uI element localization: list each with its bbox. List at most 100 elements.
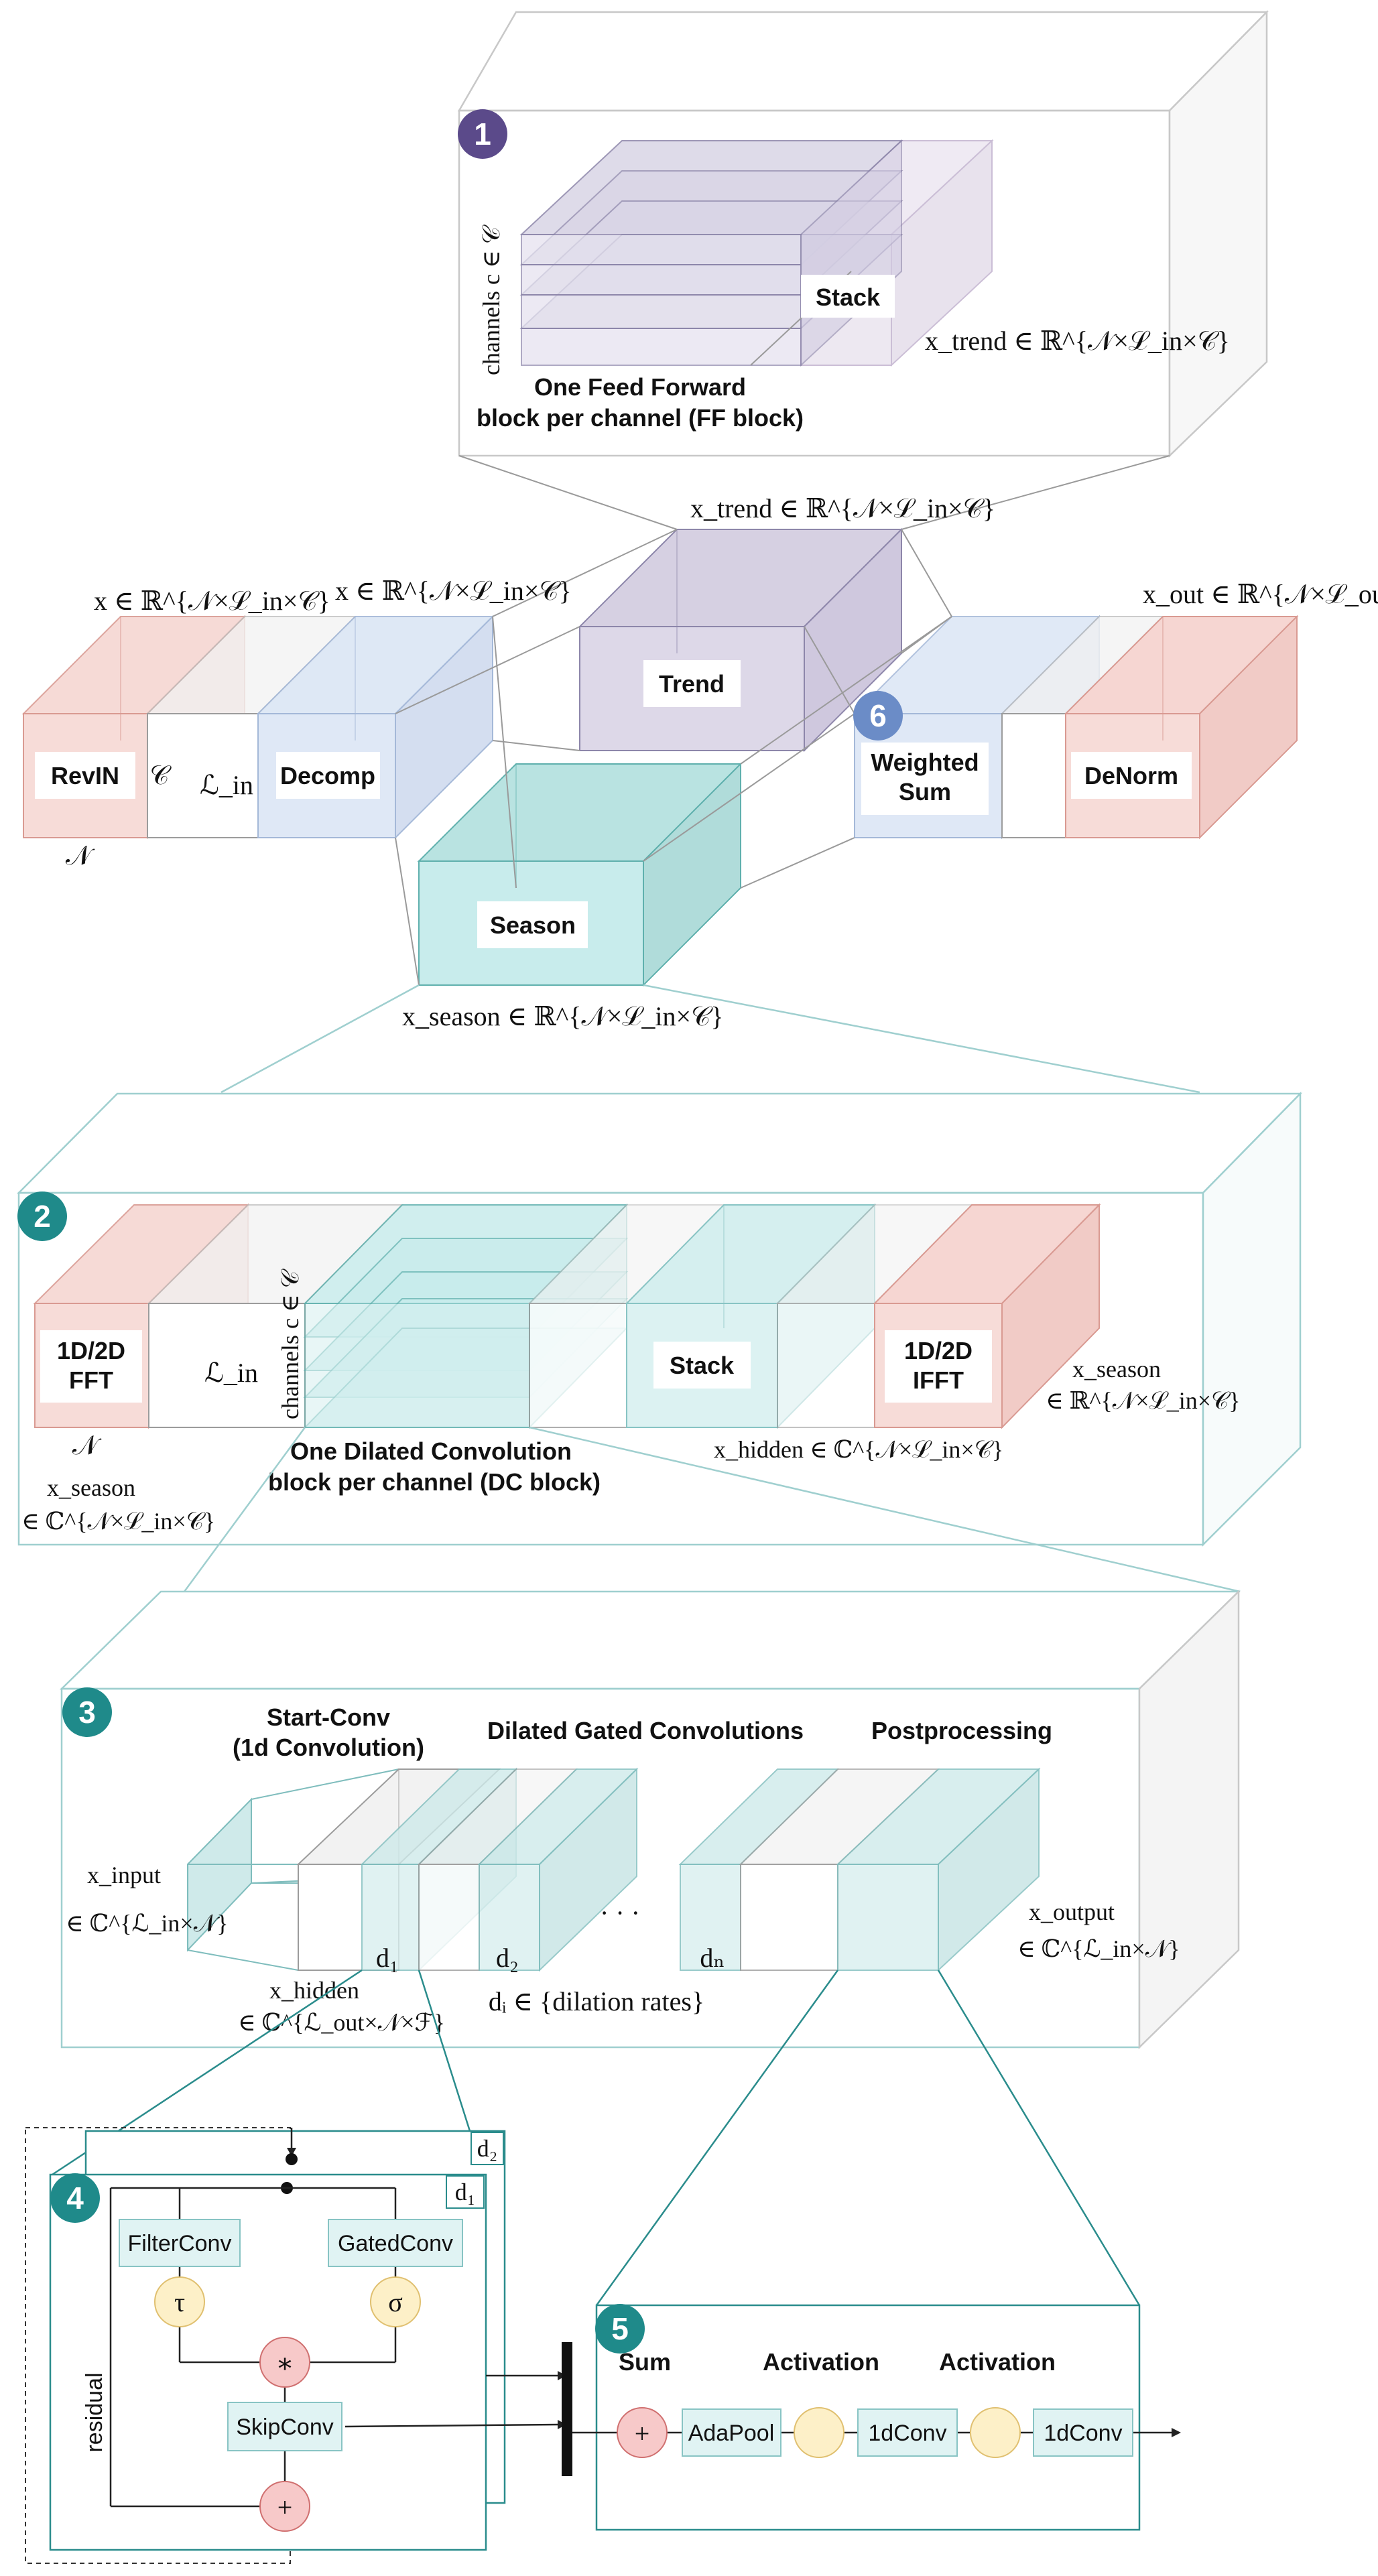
sigma-node — [370, 2276, 421, 2327]
x-season-in-label-2: ∈ ℂ^{𝒩×ℒ_in×𝒞} — [21, 1508, 215, 1535]
badge-4-text: 4 — [66, 2181, 84, 2215]
weighted-sum-label-bg — [861, 743, 989, 815]
skipconv-box — [227, 2402, 342, 2451]
badge-2 — [17, 1192, 67, 1241]
ifft-label-bg — [885, 1330, 992, 1403]
post-cube-2 — [739, 1768, 940, 1971]
activation-label-1: Activation — [763, 2348, 879, 2376]
zoom-lines-3 — [183, 1426, 1241, 1593]
start-conv-label-1: Start-Conv — [267, 1703, 390, 1731]
dim-c-label: 𝒞 — [149, 760, 172, 790]
panel-2-frame-top — [16, 1092, 1302, 1194]
sum-node — [617, 2407, 668, 2458]
x-input-label-1: x ∈ ℝ^{𝒩×ℒ_in×𝒞} — [94, 586, 330, 616]
x-out-label: x_out ∈ ℝ^{𝒩×ℒ_out×𝒞} — [1143, 579, 1378, 609]
mult-label: ∗ — [275, 2348, 294, 2378]
trend-label: Trend — [659, 670, 725, 698]
revin-label: RevIN — [51, 762, 119, 789]
gatedconv-label: GatedConv — [338, 2231, 453, 2256]
d1-tag: d₁ — [455, 2179, 476, 2205]
badge-1 — [458, 109, 507, 159]
zoom-lines-1 — [458, 455, 1170, 530]
d1-label-p3: d₁ — [376, 1943, 399, 1973]
badge-2-text: 2 — [34, 1199, 51, 1234]
conv1-box — [857, 2408, 958, 2457]
badge-3 — [62, 1687, 112, 1737]
x-season-label-main: x_season ∈ ℝ^{𝒩×ℒ_in×𝒞} — [402, 1001, 723, 1031]
stack-label-bg — [801, 275, 895, 318]
stack-label-p2-bg — [653, 1342, 751, 1389]
panel-2-frame-side — [1202, 1091, 1302, 1547]
badge-3-text: 3 — [78, 1695, 96, 1730]
gatedconv-box — [328, 2219, 463, 2267]
dilated-layer-spacer — [417, 1768, 578, 1971]
conv2-box — [1033, 2408, 1133, 2457]
dilated-layer-d2 — [477, 1767, 639, 1972]
residual-label: residual — [82, 2372, 107, 2452]
sum-label: Sum — [619, 2348, 671, 2376]
spacer-cube-4 — [527, 1204, 726, 1428]
dc-block-caption-2: block per channel (DC block) — [268, 1468, 601, 1496]
adapool-label: AdaPool — [688, 2421, 775, 2446]
dim-n-label: 𝒩 — [66, 840, 95, 871]
mult-node — [259, 2337, 310, 2388]
skipconv-label: SkipConv — [236, 2414, 334, 2440]
x-input-label-p3-2: ∈ ℂ^{ℒ_in×𝒩} — [66, 1910, 228, 1937]
denorm-label-bg — [1071, 752, 1192, 799]
add-label-p4: + — [277, 2492, 293, 2522]
season-cube — [417, 762, 743, 987]
filterconv-box — [119, 2219, 241, 2267]
conv2-label: 1dConv — [1044, 2421, 1122, 2446]
x-output-label-p3-2: ∈ ℂ^{ℒ_in×𝒩} — [1017, 1935, 1180, 1962]
d2-tag: d₂ — [477, 2135, 498, 2162]
d2-label-p3: d₂ — [496, 1943, 519, 1973]
ff-block-caption-2: block per channel (FF block) — [477, 404, 804, 432]
panel-4-gated-block: d₂ d₁ FilterC — [25, 2127, 572, 2564]
dots-label: · · · — [600, 1898, 640, 1928]
sigma-label: σ — [388, 2287, 403, 2317]
trend-cube — [578, 527, 903, 753]
activation-node-2 — [970, 2407, 1021, 2458]
x-trend-label-main: x_trend ∈ ℝ^{𝒩×ℒ_in×𝒞} — [690, 493, 995, 523]
zoom-lines-4 — [52, 1969, 1141, 2306]
ifft-label-2: IFFT — [913, 1366, 964, 1394]
x-input-label-2: x ∈ ℝ^{𝒩×ℒ_in×𝒞} — [335, 576, 572, 606]
x-season-in-label-1: x_season — [47, 1474, 135, 1501]
revin-label-bg — [35, 752, 135, 799]
badge-5 — [595, 2304, 645, 2354]
trend-label-bg — [643, 660, 741, 707]
flow-lines — [395, 529, 952, 986]
spacer-cube-5 — [775, 1204, 974, 1428]
decomp-label-bg — [276, 752, 380, 799]
panel-3-frame-top — [59, 1590, 1241, 1690]
badge-1-text: 1 — [474, 117, 491, 151]
badge-4 — [50, 2173, 100, 2223]
dc-block-caption-1: One Dilated Convolution — [290, 1437, 572, 1465]
x-trend-label-p1: x_trend ∈ ℝ^{𝒩×ℒ_in×𝒞} — [925, 326, 1230, 356]
gated-wiring — [109, 2128, 572, 2508]
start-conv-label-2: (1d Convolution) — [233, 1734, 424, 1761]
x-hidden-label-p3-2: ∈ ℂ^{ℒ_out×𝒩×ℱ} — [238, 2009, 445, 2036]
dim-lin-label-p2: ℒ_in — [204, 1358, 258, 1388]
post-wiring — [572, 2428, 1181, 2437]
add-node-p4 — [259, 2481, 310, 2532]
x-hidden-label-p2: x_hidden ∈ ℂ^{𝒩×ℒ_in×𝒞} — [714, 1436, 1003, 1463]
season-label-bg — [477, 901, 588, 948]
ff-block-caption-1: One Feed Forward — [534, 373, 746, 401]
spacer-cube-2 — [1000, 616, 1165, 838]
spacer-cube-3 — [147, 1204, 404, 1428]
filterconv-label: FilterConv — [128, 2231, 232, 2256]
stack-label-p2: Stack — [670, 1352, 735, 1379]
decomp-label: Decomp — [280, 762, 375, 789]
activation-label-2: Activation — [939, 2348, 1056, 2376]
weighted-sum-label-1: Weighted — [871, 749, 979, 776]
dn-label-p3: dₙ — [700, 1943, 725, 1973]
badge-6 — [853, 691, 903, 740]
ff-block-layers — [519, 139, 903, 367]
channels-axis-label-p2: channels c ∈ 𝒞 — [277, 1268, 304, 1419]
x-season-out-label-1: x_season — [1072, 1356, 1161, 1382]
zoom-lines-2 — [221, 984, 1200, 1094]
panel-2-dilated-conv: 2 1D/2D FFT Stack 1D/2D IFFT channels c … — [16, 1091, 1302, 1547]
